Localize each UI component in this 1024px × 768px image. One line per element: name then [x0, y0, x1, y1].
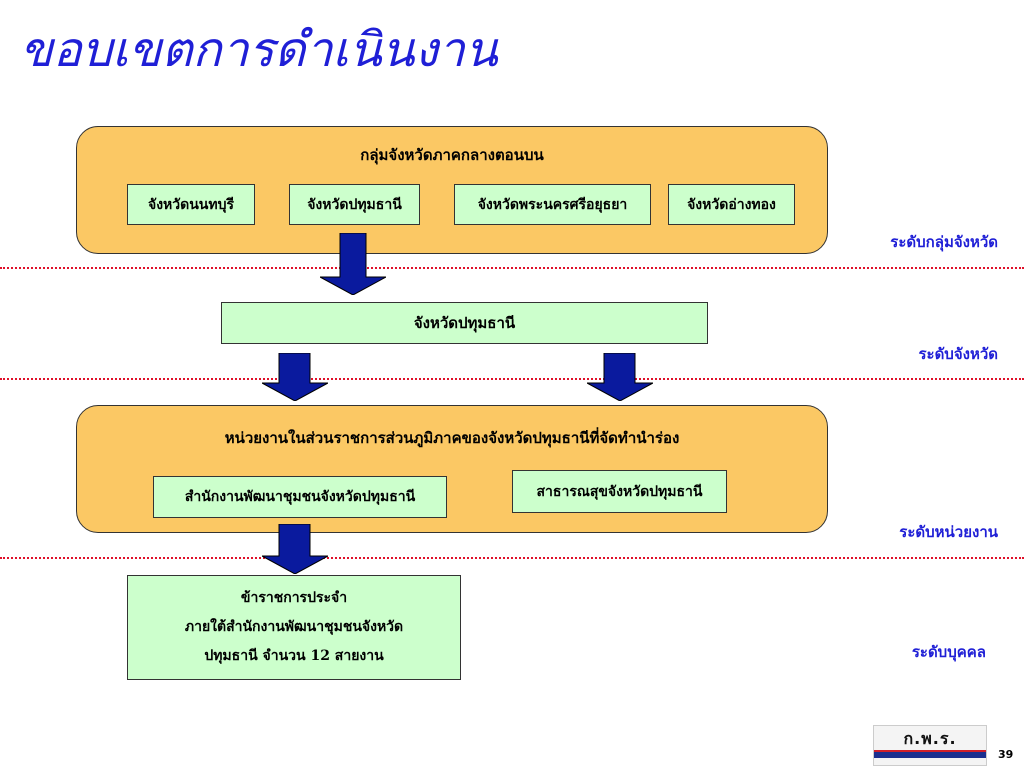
opdc-logo: ก.พ.ร. [873, 725, 987, 766]
level-label-agency: ระดับหน่วยงาน [899, 523, 998, 541]
down-arrow-icon [320, 233, 386, 295]
level-divider [0, 557, 1024, 559]
level-label-cluster: ระดับกลุ่มจังหวัด [890, 233, 998, 251]
down-arrow-icon [587, 353, 653, 401]
individual-line: ภายใต้สำนักงานพัฒนาชุมชนจังหวัด [184, 619, 404, 635]
level-label-province: ระดับจังหวัด [918, 345, 998, 363]
province-box-pathumthani: จังหวัดปทุมธานี [289, 184, 420, 225]
province-level-box: จังหวัดปทุมธานี [221, 302, 708, 344]
down-arrow-icon [262, 524, 328, 574]
agency-group-title: หน่วยงานในส่วนราชการส่วนภูมิภาคของจังหวั… [224, 429, 680, 447]
page-title: ขอบเขตการดำเนินงาน [20, 22, 498, 78]
province-box-nonthaburi: จังหวัดนนทบุรี [127, 184, 255, 225]
page-number: 39 [998, 748, 1014, 761]
province-box-angthong: จังหวัดอ่างทอง [668, 184, 795, 225]
province-cluster-title: กลุ่มจังหวัดภาคกลางตอนบน [360, 146, 544, 164]
agency-box-community-development: สำนักงานพัฒนาชุมชนจังหวัดปทุมธานี [153, 476, 447, 518]
down-arrow-icon [262, 353, 328, 401]
individual-line: ปทุมธานี จำนวน 12 สายงาน [204, 648, 384, 664]
province-box-ayutthaya: จังหวัดพระนครศรีอยุธยา [454, 184, 651, 225]
individual-level-box: ข้าราชการประจำ ภายใต้สำนักงานพัฒนาชุมชนจ… [127, 575, 461, 680]
agency-box-public-health: สาธารณสุขจังหวัดปทุมธานี [512, 470, 727, 513]
level-divider [0, 378, 1024, 380]
level-divider [0, 267, 1024, 269]
logo-text: ก.พ.ร. [903, 729, 957, 748]
agency-group: หน่วยงานในส่วนราชการส่วนภูมิภาคของจังหวั… [76, 405, 828, 533]
level-label-individual: ระดับบุคคล [911, 643, 986, 661]
individual-line: ข้าราชการประจำ [240, 590, 348, 606]
province-cluster-group: กลุ่มจังหวัดภาคกลางตอนบน จังหวัดนนทบุรี … [76, 126, 828, 254]
